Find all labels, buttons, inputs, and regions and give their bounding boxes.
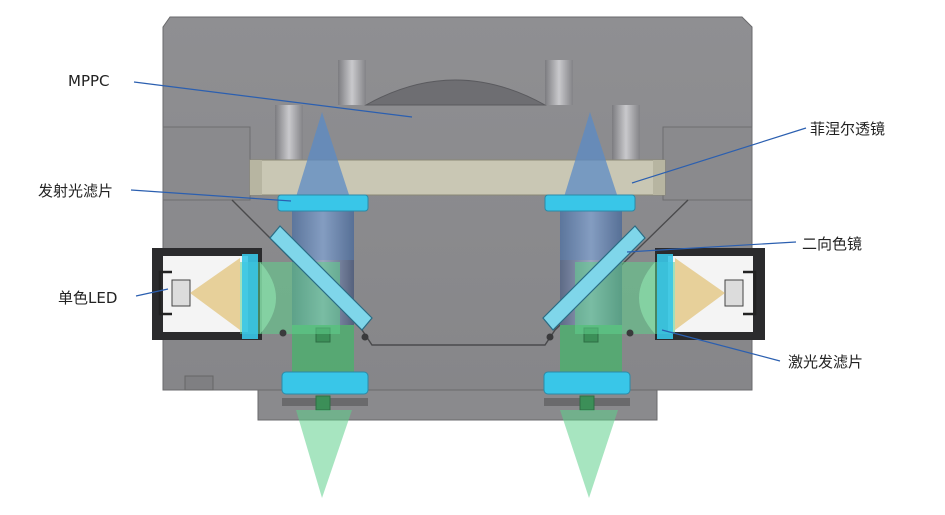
label-fresnel-lens: 菲涅尔透镜 [810,120,886,138]
leader-lines [130,81,807,362]
mppc-assembly [275,60,640,160]
excitation-filter-right [657,254,673,339]
label-mppc: MPPC [68,72,110,90]
dichroic-mirror-left [269,225,373,331]
excitation-filter-left [242,254,258,339]
emission-filter-right [544,194,636,212]
label-mono-led: 单色LED [58,289,118,307]
emission-filter-left [277,194,369,212]
emission-beam-left [292,112,354,260]
housing [162,16,753,421]
label-excitation-filter: 激光发滤片 [788,353,864,371]
bottom-lens-right [543,371,631,411]
output-beam-right [560,410,618,498]
label-dichroic-mirror: 二向色镜 [802,235,863,253]
output-beam-left [296,410,352,498]
dichroic-mirror-right [542,225,646,331]
bottom-lens-left [281,371,369,411]
emission-beam-right [560,112,622,260]
label-emission-filter: 发射光滤片 [38,182,114,200]
